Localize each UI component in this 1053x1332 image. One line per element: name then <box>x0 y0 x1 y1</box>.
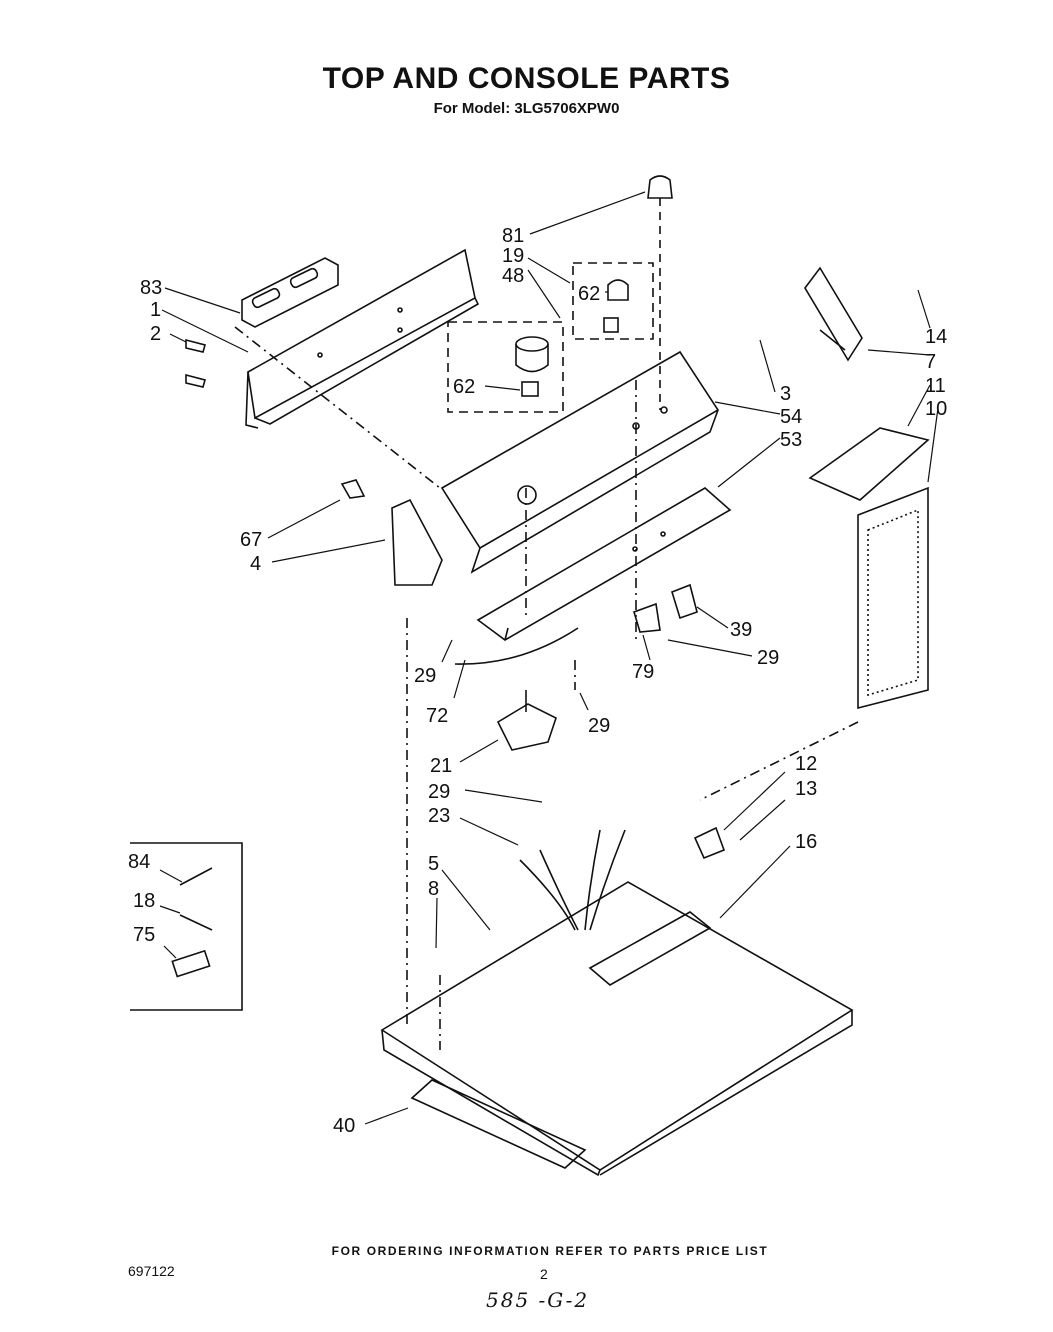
callout-labels: 81 19 48 62 62 83 1 2 14 7 3 54 53 11 10… <box>128 225 947 1137</box>
part-16-cabinet-top <box>380 881 854 1177</box>
callout-83: 83 <box>140 277 162 299</box>
assembly-guides <box>234 326 859 1050</box>
callout-29-mid: 29 <box>588 715 610 737</box>
callout-19: 19 <box>502 245 524 267</box>
callout-23: 23 <box>428 805 450 827</box>
page-title: TOP AND CONSOLE PARTS <box>322 62 731 95</box>
callout-62-upper: 62 <box>578 283 600 305</box>
callout-8: 8 <box>428 878 439 900</box>
leader-lines <box>159 191 939 1125</box>
callout-21: 21 <box>430 755 452 777</box>
callout-29-right: 29 <box>757 647 779 669</box>
callout-72: 72 <box>426 705 448 727</box>
handwritten-note: 585 -G-2 <box>486 1288 590 1312</box>
callout-4: 4 <box>250 553 261 575</box>
part-48-62-knob-box <box>447 321 564 413</box>
callout-3: 3 <box>780 383 791 405</box>
part-67-clip <box>340 479 366 499</box>
part-19-62-knob-box <box>572 262 654 340</box>
callout-75: 75 <box>133 924 155 946</box>
callout-2: 2 <box>150 323 161 345</box>
page-number: 2 <box>540 1266 548 1282</box>
callout-5: 5 <box>428 853 439 875</box>
callout-67: 67 <box>240 529 262 551</box>
part-39-switch <box>671 583 698 620</box>
part-21-timer <box>496 690 557 751</box>
callout-84: 84 <box>128 851 150 873</box>
part-11-lint-screen <box>808 427 930 501</box>
callout-12: 12 <box>795 753 817 775</box>
part-83-bracket <box>241 257 339 328</box>
callout-7: 7 <box>925 351 936 373</box>
part-40-pad <box>410 1079 587 1169</box>
part-10-lint-housing <box>857 486 929 710</box>
callout-40: 40 <box>333 1115 355 1137</box>
part-4-endcap <box>391 498 443 586</box>
part-54-console <box>440 350 720 574</box>
callout-79: 79 <box>632 661 654 683</box>
part-53-panel <box>476 487 732 641</box>
callout-29-left: 29 <box>414 665 436 687</box>
callout-53: 53 <box>780 429 802 451</box>
model-subtitle: For Model: 3LG5706XPW0 <box>433 100 620 117</box>
document-number: 697122 <box>128 1263 175 1279</box>
part-79-switch <box>633 602 661 633</box>
part-23-harness <box>519 829 626 931</box>
callout-16: 16 <box>795 831 817 853</box>
callout-18: 18 <box>133 890 155 912</box>
ordering-footer: FOR ORDERING INFORMATION REFER TO PARTS … <box>331 1244 769 1258</box>
part-2-screws <box>185 338 206 388</box>
part-1-backsplash <box>245 248 480 429</box>
part-12-bracket <box>693 826 726 860</box>
part-72-wire <box>454 627 579 665</box>
callout-10: 10 <box>925 398 947 420</box>
callout-11: 11 <box>925 375 946 397</box>
callout-62-lower: 62 <box>453 376 475 398</box>
part-7-mount <box>804 266 863 362</box>
callout-14: 14 <box>925 326 947 348</box>
callout-13: 13 <box>795 778 817 800</box>
inset-terminals-box <box>130 842 243 1011</box>
callout-29-lower: 29 <box>428 781 450 803</box>
callout-48: 48 <box>502 265 524 287</box>
callout-1: 1 <box>150 299 161 321</box>
callout-54: 54 <box>780 406 802 428</box>
callout-39: 39 <box>730 619 752 641</box>
callout-81: 81 <box>502 225 524 247</box>
part-81-knob <box>647 175 673 410</box>
